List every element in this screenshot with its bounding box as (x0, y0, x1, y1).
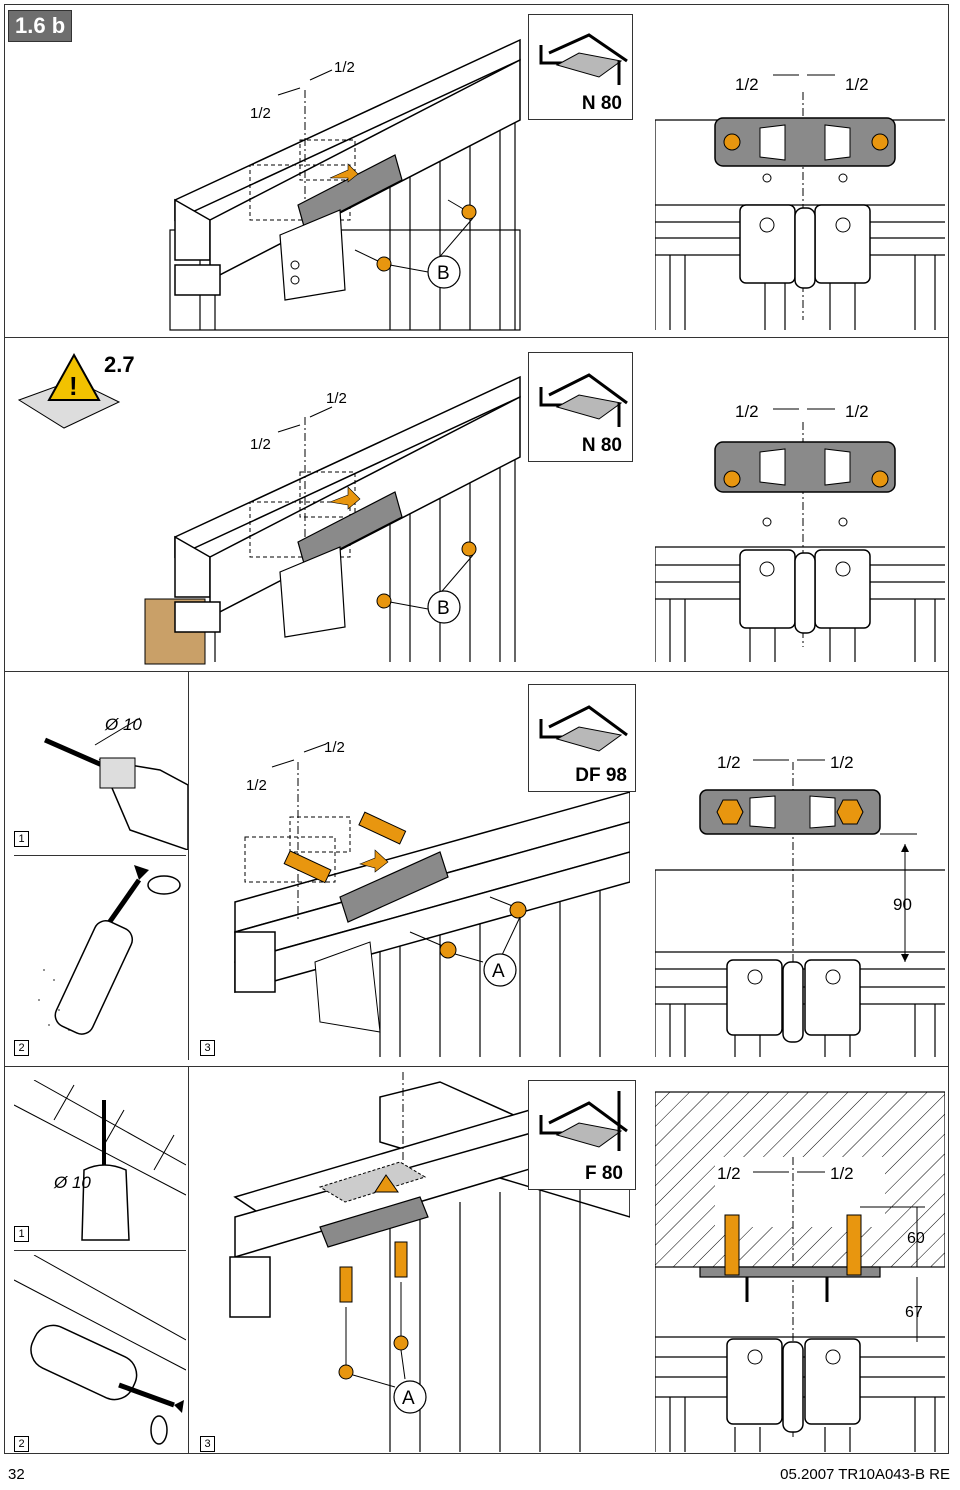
column-divider (188, 672, 189, 1060)
callout-b: B (437, 598, 450, 619)
row2-front-view: 1/2 1/2 (655, 402, 945, 662)
callout-a: A (492, 961, 505, 982)
half-left-label: 1/2 (246, 777, 267, 794)
profile-label: DF 98 (575, 765, 627, 786)
profile-section-icon (539, 1091, 628, 1151)
sub-divider (14, 855, 186, 856)
drill-label: Ø 10 (104, 715, 142, 734)
step-number: 1 (14, 1226, 29, 1242)
half-left-label: 1/2 (717, 753, 741, 772)
row3-iso-drawing: 1/2 1/2 A (234, 739, 630, 1057)
half-right-label: 1/2 (326, 390, 347, 407)
dim-60: 60 (907, 1230, 925, 1247)
profile-label: N 80 (581, 93, 622, 114)
drill-illustration: Ø 10 (43, 715, 188, 850)
profile-box: DF 98 (528, 684, 636, 792)
dim-90: 90 (893, 895, 912, 914)
row4-front-view: 60 67 1/2 1/2 (655, 1091, 945, 1452)
warning-ref: 2.7 (104, 352, 135, 377)
half-right-label: 1/2 (324, 739, 345, 756)
half-right-label: 1/2 (830, 753, 854, 772)
half-left-label: 1/2 (717, 1164, 741, 1183)
svg-text:!: ! (69, 371, 78, 401)
warning-icon: ! (17, 352, 121, 429)
profile-section-icon (539, 33, 628, 85)
profile-box: F 80 (528, 1080, 636, 1190)
row1-front-view: 1/2 1/2 (655, 74, 945, 330)
page-frame (4, 4, 949, 1454)
blow-pump-illustration (38, 865, 181, 1035)
half-left-label: 1/2 (250, 436, 271, 453)
half-right-label: 1/2 (845, 402, 869, 421)
ceiling-drill-illustration: Ø 10 (14, 1080, 186, 1241)
callout-b: B (437, 263, 450, 284)
profile-box: N 80 (528, 352, 633, 462)
step-number: 2 (14, 1436, 29, 1452)
document-reference: 05.2007 TR10A043-B RE (780, 1466, 950, 1483)
profile-label: F 80 (584, 1163, 623, 1184)
ceiling-pump-illustration (14, 1255, 186, 1445)
half-left-label: 1/2 (250, 105, 271, 122)
row3-front-view: 90 1/2 1/2 (655, 753, 945, 1057)
profile-section-icon (539, 705, 628, 752)
profile-box: N 80 (528, 14, 633, 120)
half-left-label: 1/2 (735, 75, 759, 94)
profile-section-icon (539, 373, 628, 427)
row1-iso-drawing: 1/2 1/2 B (169, 38, 521, 331)
callout-a: A (402, 1388, 415, 1409)
page-number: 32 (8, 1466, 25, 1483)
half-right-label: 1/2 (334, 59, 355, 76)
row-divider (4, 671, 949, 672)
step-number: 3 (200, 1436, 215, 1452)
drill-label: Ø 10 (53, 1173, 91, 1192)
step-number: 1 (14, 831, 29, 847)
column-divider (188, 1067, 189, 1454)
dim-67: 67 (905, 1304, 923, 1321)
row-divider (4, 1066, 949, 1067)
row-divider (4, 337, 949, 338)
step-badge: 1.6 b (8, 10, 73, 42)
half-right-label: 1/2 (845, 75, 869, 94)
step-number: 3 (200, 1040, 215, 1056)
sub-divider (14, 1250, 186, 1251)
step-number: 2 (14, 1040, 29, 1056)
half-right-label: 1/2 (830, 1164, 854, 1183)
profile-label: N 80 (581, 435, 622, 456)
half-left-label: 1/2 (735, 402, 759, 421)
row2-iso-drawing: 1/2 1/2 B (144, 375, 521, 665)
